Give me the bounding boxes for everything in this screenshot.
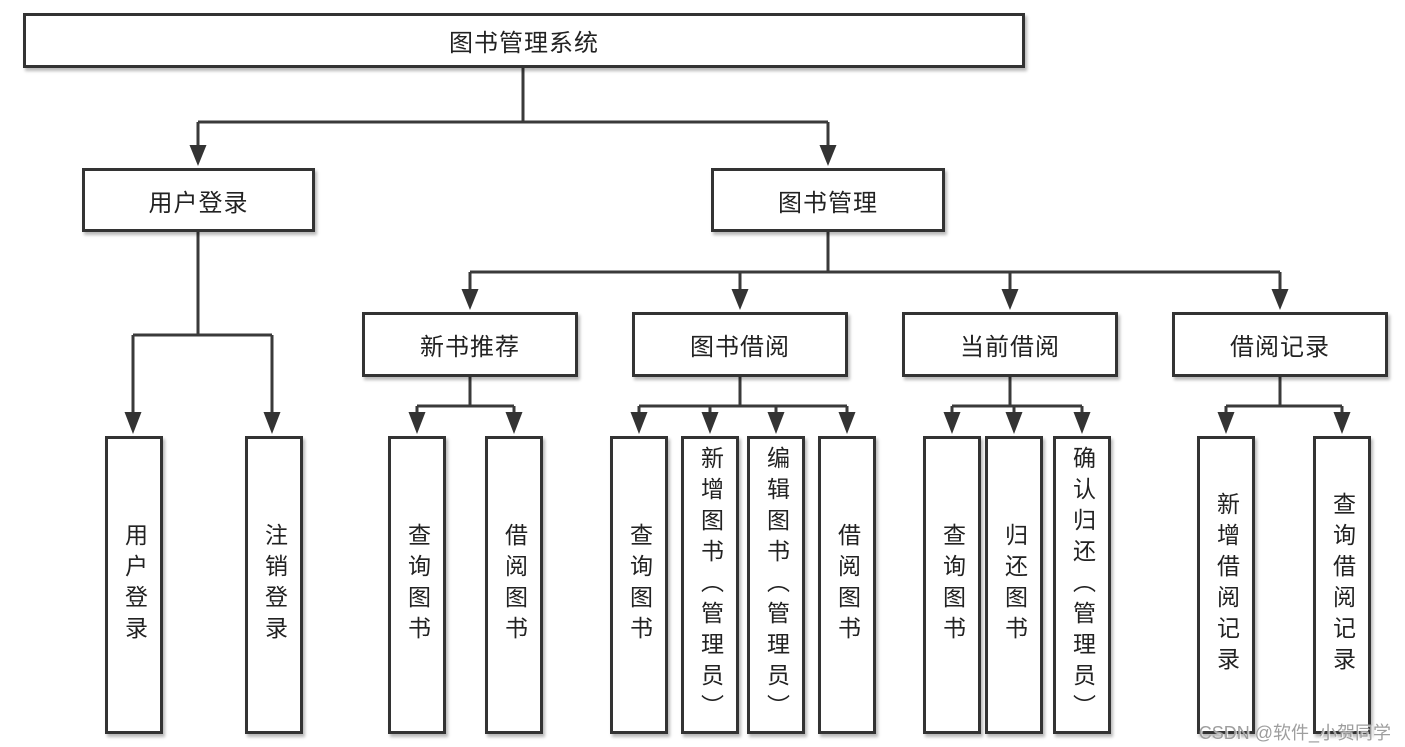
leaf-current-query: 查询图书 [923,436,981,734]
leaf-newbooks-borrow-label: 借阅图书 [501,523,528,647]
node-new-books-label: 新书推荐 [420,334,520,361]
leaf-records-add-label: 新增借阅记录 [1213,492,1240,678]
leaf-logout-label: 注销登录 [261,523,288,647]
leaf-records-query-label: 查询借阅记录 [1329,492,1356,678]
leaf-user-login: 用户登录 [105,436,163,734]
node-current-borrow: 当前借阅 [902,312,1118,377]
connector-borrow-records-to-leaves [1217,377,1351,434]
node-user-login-label: 用户登录 [148,189,249,217]
watermark: CSDN @软件_小贺同学 [1198,723,1391,743]
leaf-records-query: 查询借阅记录 [1313,436,1371,734]
node-book-borrow-label: 图书借阅 [690,334,790,361]
leaf-current-confirm-return: 确认归还（管理员） [1053,436,1111,734]
leaf-borrow-query: 查询图书 [610,436,668,734]
node-new-books: 新书推荐 [362,312,578,377]
connector-current-borrow-to-leaves [943,377,1091,434]
leaf-current-confirm-return-label: 确认归还（管理员） [1069,445,1096,725]
leaf-borrow-edit-book-label: 编辑图书（管理员） [763,445,790,725]
leaf-current-return-label: 归还图书 [1001,523,1028,647]
leaf-user-login-label: 用户登录 [121,523,148,647]
leaf-borrow-borrow-book: 借阅图书 [818,436,876,734]
connector-user-login-to-leaves [124,232,281,434]
node-root-label: 图书管理系统 [449,30,599,57]
leaf-newbooks-query-label: 查询图书 [404,523,431,647]
node-book-mgmt: 图书管理 [711,168,945,232]
node-borrow-records: 借阅记录 [1172,312,1388,377]
leaf-current-query-label: 查询图书 [939,523,966,647]
leaf-newbooks-borrow: 借阅图书 [485,436,543,734]
leaf-borrow-add-book: 新增图书（管理员） [681,436,739,734]
node-book-borrow: 图书借阅 [632,312,848,377]
connector-book-mgmt-to-level3 [461,232,1289,310]
node-book-mgmt-label: 图书管理 [778,189,878,217]
leaf-records-add: 新增借阅记录 [1197,436,1255,734]
connector-book-borrow-to-leaves [630,377,856,434]
leaf-borrow-edit-book: 编辑图书（管理员） [747,436,805,734]
leaf-logout: 注销登录 [245,436,303,734]
connector-new-books-to-leaves [408,377,523,434]
leaf-borrow-borrow-book-label: 借阅图书 [834,523,861,647]
node-user-login: 用户登录 [82,168,315,232]
node-root: 图书管理系统 [23,13,1025,68]
leaf-borrow-add-book-label: 新增图书（管理员） [697,445,724,725]
leaf-current-return: 归还图书 [985,436,1043,734]
leaf-newbooks-query: 查询图书 [388,436,446,734]
node-current-borrow-label: 当前借阅 [960,334,1060,361]
leaf-borrow-query-label: 查询图书 [626,523,653,647]
connector-root-to-level2 [189,68,837,166]
node-borrow-records-label: 借阅记录 [1230,334,1330,361]
